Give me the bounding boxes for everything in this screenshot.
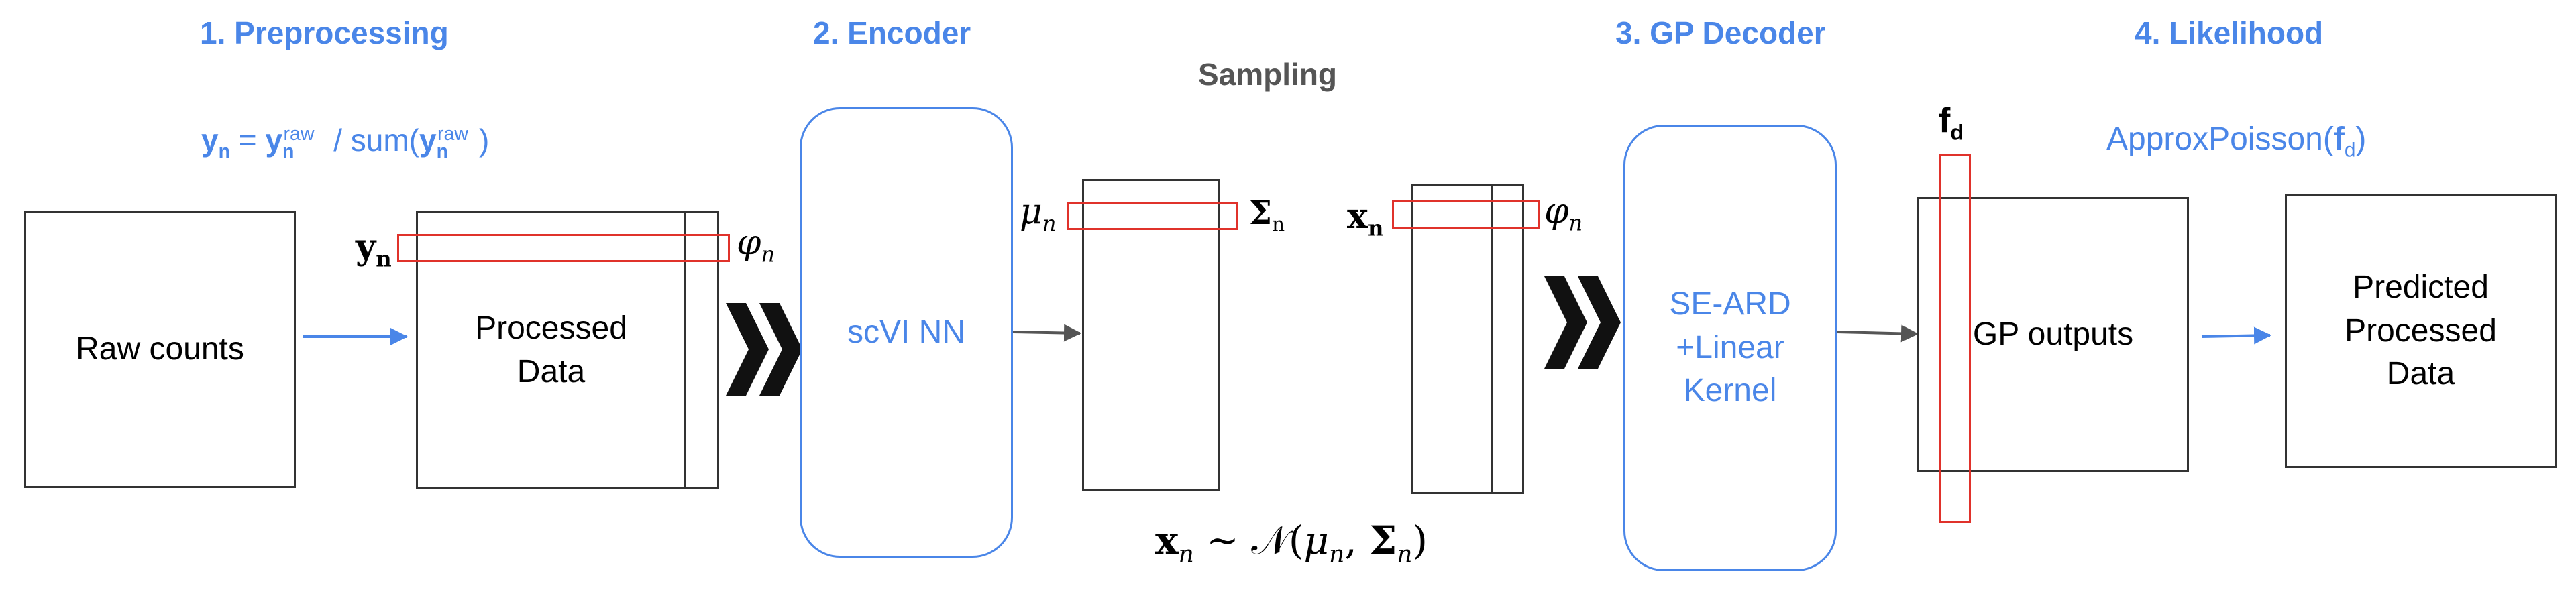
sampled-x-extra-column (1491, 184, 1524, 494)
kernel-box: SE-ARD +Linear Kernel (1623, 125, 1837, 571)
label-sigma-n: Σn (1249, 194, 1285, 237)
sampling-title: Sampling (1198, 57, 1338, 92)
stage-title-preprocessing: 1. Preprocessing (200, 15, 449, 50)
highlight-row-y (397, 234, 730, 262)
label-phi-n-1: φn (737, 223, 775, 267)
formula-y-n-raw-sum: yn (419, 123, 448, 163)
scvi-nn-box: scVI NN (800, 107, 1013, 558)
arrow-kernel-to-gp (1836, 324, 1919, 343)
predicted-processed-data-label: Predicted Processed Data (2345, 269, 2497, 392)
highlight-column-f (1939, 154, 1971, 523)
gp-outputs-box: GP outputs (1917, 197, 2189, 472)
raw-counts-box: Raw counts (24, 211, 296, 488)
scvi-nn-label: scVI NN (847, 314, 965, 350)
label-phi-n-2: φn (1544, 191, 1583, 236)
normalization-formula: yn = ynraw / sum(ynraw) (201, 123, 490, 163)
predicted-processed-data-box: Predicted Processed Data (2285, 194, 2557, 468)
stage-title-encoder: 2. Encoder (813, 15, 971, 50)
label-x-n: xn (1347, 196, 1384, 241)
formula-y-n: yn (201, 123, 231, 163)
latent-mu-sigma-box (1082, 179, 1220, 491)
stage-title-gp-decoder: 3. GP Decoder (1615, 15, 1826, 50)
label-mu-n: μn (1020, 192, 1057, 237)
kernel-label: SE-ARD +Linear Kernel (1669, 286, 1791, 409)
arrow-gp-to-predicted (2201, 326, 2271, 345)
likelihood-formula: ApproxPoisson(fd) (2106, 121, 2367, 162)
label-f-d: fd (1939, 101, 1964, 145)
raw-counts-label: Raw counts (76, 331, 244, 367)
chevron-2 (1544, 276, 1621, 369)
formula-y-n-raw: yn (265, 123, 294, 163)
sampling-formula: xn ~ 𝒩(μn, Σn) (1155, 518, 1428, 569)
processed-data-label: Processed Data (475, 310, 627, 390)
gp-outputs-label: GP outputs (1972, 316, 2134, 352)
highlight-row-mu-sigma (1067, 202, 1238, 230)
stage-title-likelihood: 4. Likelihood (2135, 15, 2324, 50)
processed-data-box: Processed Data (416, 211, 686, 489)
label-y-n: yn (356, 227, 392, 272)
chevron-1 (726, 303, 802, 396)
arrow-encoder-to-latent (1012, 324, 1081, 342)
highlight-row-x (1392, 200, 1540, 229)
